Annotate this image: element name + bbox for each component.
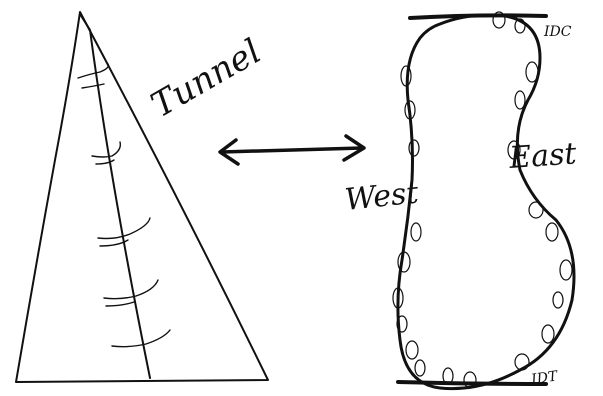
double-headed-arrow-icon [220, 136, 364, 164]
east-label: East [507, 136, 578, 176]
idt-label: IDT [529, 368, 560, 388]
tunnel-whisker-3 [98, 218, 150, 246]
idc-label: IDC [543, 24, 572, 40]
tunnel-whisker-1 [78, 64, 108, 88]
triangle-inner-wall [80, 14, 150, 378]
outline-loops [393, 12, 572, 388]
formation-outline [398, 15, 574, 389]
tunnel-label: Tunnel [145, 31, 268, 125]
